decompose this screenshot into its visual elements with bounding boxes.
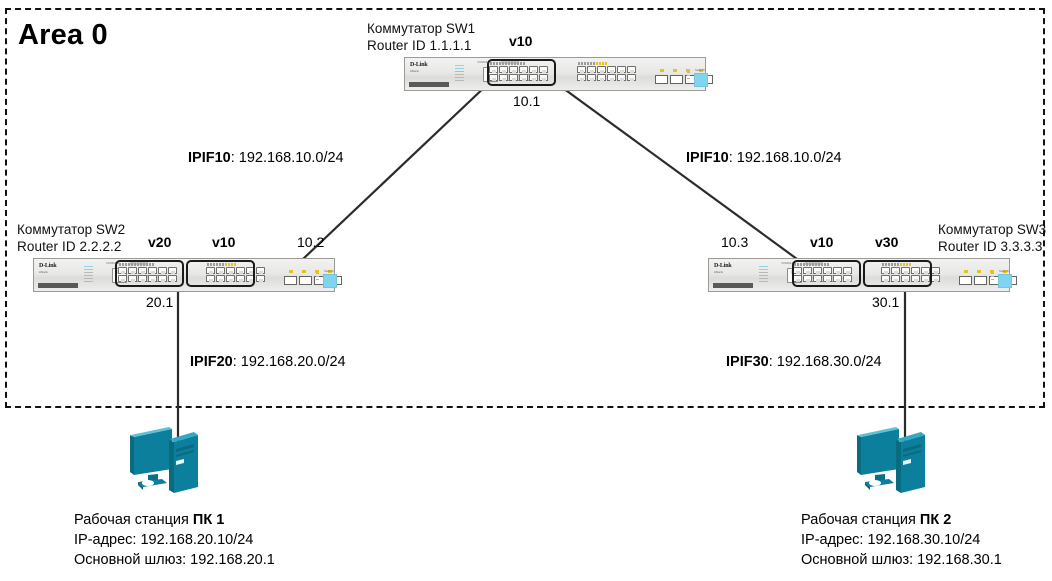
- workstation-pc1-icon[interactable]: [128, 425, 214, 499]
- sw1-caption-line1: Коммутатор SW1: [367, 21, 476, 36]
- sw1-status-leds: [455, 65, 469, 83]
- sw3-top-code: [805, 262, 823, 265]
- pc1-gateway: Основной шлюз: 192.168.20.1: [74, 552, 275, 568]
- sw1-port-bank-right[interactable]: [577, 62, 636, 86]
- sw3-model-bar: [713, 283, 753, 288]
- sw2-ip-tag-10-2: 10.2: [297, 234, 325, 250]
- pc2-title: Рабочая станция ПК 2: [801, 510, 1002, 530]
- sw3-vlan-tag-v10: v10: [810, 234, 834, 250]
- left-ipif10-name: IPIF10: [188, 150, 231, 166]
- sw2-stack-panel: [323, 274, 337, 288]
- sw2-sfp-leds: [289, 270, 332, 273]
- sw1-top-code: [501, 61, 519, 64]
- sw2-status-leds: [84, 266, 98, 284]
- sw3-status-leds: [759, 266, 773, 284]
- sw1-console-label: CONSOLE: [477, 61, 490, 64]
- sw1-aux-leds: [687, 72, 695, 82]
- pc2-gateway: Основной шлюз: 192.168.30.1: [801, 552, 1002, 568]
- sw3-ip-tag-30-1: 30.1: [872, 294, 900, 310]
- ipif30-subnet: : 192.168.30.0/24: [768, 354, 882, 370]
- workstation-pc2-caption: Рабочая станция ПК 2 IP-адрес: 192.168.3…: [801, 510, 1002, 570]
- ipif20-name: IPIF20: [190, 354, 233, 370]
- right-ipif10-subnet: : 192.168.10.0/24: [728, 150, 842, 166]
- sw3-stack-panel: [998, 274, 1012, 288]
- sw2-port-leds-left: [118, 263, 177, 266]
- sw3-vlan-box-v30[interactable]: [863, 260, 932, 287]
- sw3-brand: D-Link xStack: [714, 263, 732, 274]
- area-title: Area 0: [18, 19, 108, 51]
- sw1-model-bar: [409, 82, 449, 87]
- sw2-port-bank-right[interactable]: [206, 263, 265, 287]
- sw1-port-bank-left[interactable]: [489, 62, 548, 86]
- ipif20-subnet: : 192.168.20.0/24: [232, 354, 346, 370]
- right-ipif10-name: IPIF10: [686, 150, 729, 166]
- sw3-vlan-tag-v30: v30: [875, 234, 899, 250]
- sw1-port-leds-right: [577, 62, 636, 65]
- sw1-vlan-box-v10[interactable]: [487, 59, 556, 86]
- sw2-top-code: [130, 262, 148, 265]
- sw1-caption-line2: Router ID 1.1.1.1: [367, 38, 472, 53]
- sw3-caption-line1: Коммутатор SW3: [938, 222, 1047, 237]
- pc1-title: Рабочая станция ПК 1: [74, 510, 275, 530]
- sw3-port-leds-right: [881, 263, 940, 266]
- area-boundary: [5, 8, 1045, 408]
- sw3-ip-tag-10-3: 10.3: [721, 234, 749, 250]
- sw2-caption-line1: Коммутатор SW2: [17, 222, 126, 237]
- sw1-panel-text: Stack ID: [695, 69, 705, 72]
- ipif30-name: IPIF30: [726, 354, 769, 370]
- sw3-aux-leds: [991, 273, 999, 283]
- sw1-brand: D-Link xStack: [410, 62, 428, 73]
- switch-sw2[interactable]: D-Link xStack CONSOLE: [33, 258, 342, 292]
- sw1-vlan-tag-v10: v10: [509, 33, 533, 49]
- workstation-pc1-caption: Рабочая станция ПК 1 IP-адрес: 192.168.2…: [74, 510, 275, 570]
- network-label-right-ipif10: IPIF10: 192.168.10.0/24: [686, 150, 842, 166]
- sw3-caption: Коммутатор SW3 Router ID 3.3.3.3: [938, 221, 1046, 255]
- sw2-brand: D-Link xStack: [39, 263, 57, 274]
- sw2-vlan-box-v20[interactable]: [115, 260, 184, 287]
- pc1-title-prefix: Рабочая станция: [74, 512, 193, 528]
- sw1-stack-panel: [694, 73, 708, 87]
- left-ipif10-subnet: : 192.168.10.0/24: [230, 150, 344, 166]
- sw3-sfp-leds: [964, 270, 1007, 273]
- pc1-ip: IP-адрес: 192.168.20.10/24: [74, 532, 254, 548]
- computer-icon: [130, 427, 198, 493]
- network-label-left-ipif10: IPIF10: 192.168.10.0/24: [188, 150, 344, 166]
- sw1-ip-tag-10-1: 10.1: [513, 93, 541, 109]
- sw3-panel-text: Stack ID: [999, 270, 1009, 273]
- sw3-caption-line2: Router ID 3.3.3.3: [938, 239, 1043, 254]
- sw3-console-label: CONSOLE: [781, 262, 794, 265]
- sw2-model-bar: [38, 283, 78, 288]
- sw2-console-label: CONSOLE: [106, 262, 119, 265]
- sw2-vlan-tag-v10: v10: [212, 234, 236, 250]
- sw2-ip-tag-20-1: 20.1: [146, 294, 174, 310]
- sw2-caption: Коммутатор SW2 Router ID 2.2.2.2: [17, 221, 125, 255]
- sw3-vlan-box-v10[interactable]: [792, 260, 861, 287]
- sw2-vlan-tag-v20: v20: [148, 234, 172, 250]
- sw1-caption: Коммутатор SW1 Router ID 1.1.1.1: [367, 20, 475, 54]
- sw2-aux-leds: [316, 273, 324, 283]
- workstation-pc2-icon[interactable]: [855, 425, 941, 499]
- sw2-panel-text: Stack ID: [324, 270, 334, 273]
- network-label-ipif30: IPIF30: 192.168.30.0/24: [726, 354, 882, 370]
- sw2-vlan-box-v10[interactable]: [186, 260, 255, 287]
- network-label-ipif20: IPIF20: 192.168.20.0/24: [190, 354, 346, 370]
- pc2-ip: IP-адрес: 192.168.30.10/24: [801, 532, 981, 548]
- pc2-title-name: ПК 2: [919, 512, 952, 528]
- sw2-port-leds-right: [206, 263, 265, 266]
- sw2-caption-line2: Router ID 2.2.2.2: [17, 239, 122, 254]
- pc1-title-name: ПК 1: [192, 512, 225, 528]
- sw2-port-bank-left[interactable]: [118, 263, 177, 287]
- computer-icon: [857, 427, 925, 493]
- pc2-title-prefix: Рабочая станция: [801, 512, 920, 528]
- sw1-sfp-leds: [660, 69, 703, 72]
